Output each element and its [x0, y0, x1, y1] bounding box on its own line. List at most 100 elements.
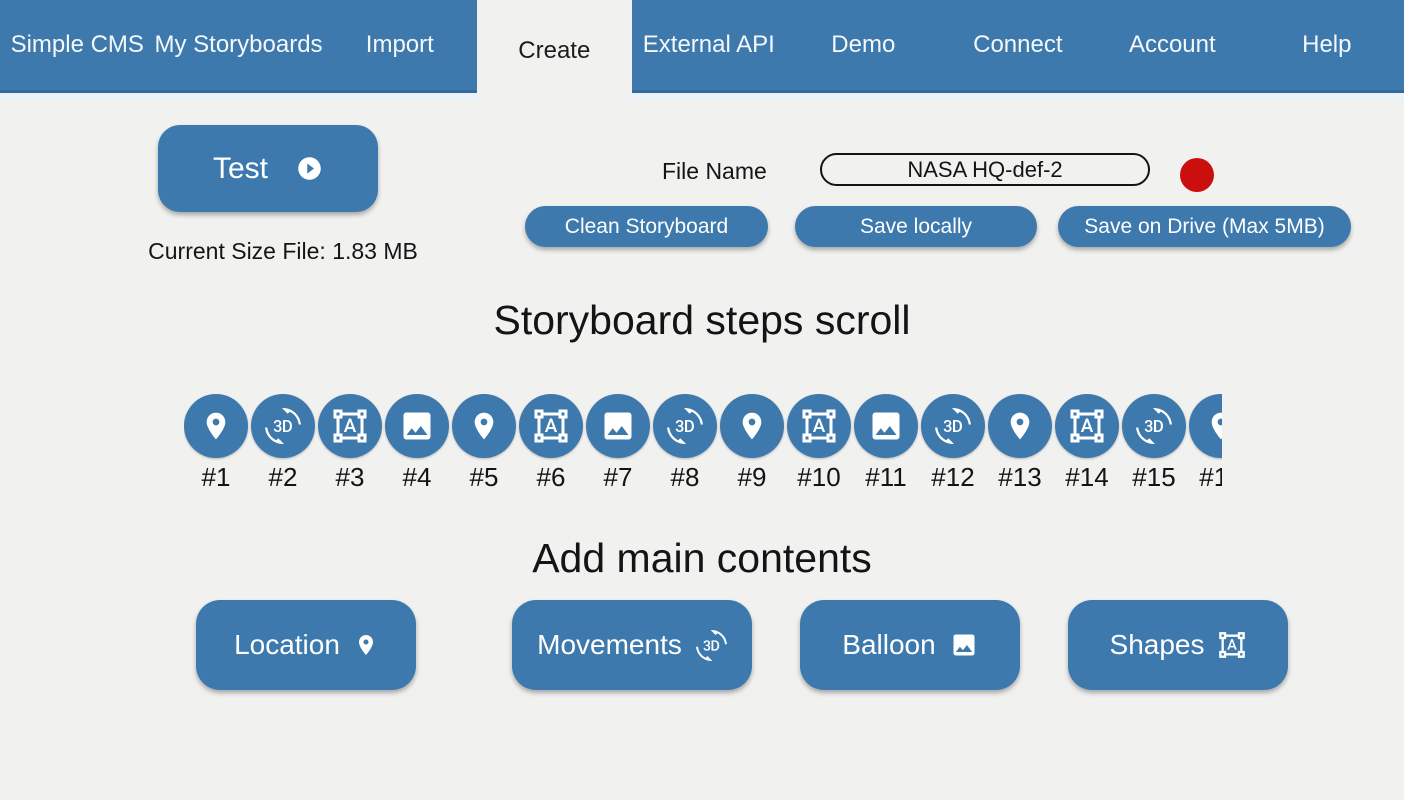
step-label: #8 [670, 462, 700, 492]
step-item-16[interactable]: #16 [1189, 394, 1222, 493]
nav-item-connect[interactable]: Connect [973, 31, 1063, 58]
nav-item-simple-cms[interactable]: Simple CMS [10, 31, 144, 58]
location-button[interactable]: Location [196, 600, 416, 690]
movements-button-label: Movements [537, 629, 682, 660]
location-icon [354, 633, 378, 657]
movements-button[interactable]: Movements [512, 600, 752, 690]
nav-item-account[interactable]: Account [1128, 31, 1216, 58]
location-icon [736, 410, 768, 442]
image-icon [399, 408, 435, 444]
format-shapes-icon [801, 408, 837, 444]
step-item-14[interactable]: #14 [1055, 394, 1119, 493]
step-item-5[interactable]: #5 [452, 394, 516, 493]
current-size-value: 1.83 MB [332, 238, 418, 264]
location-icon [1004, 410, 1036, 442]
step-circle [385, 394, 449, 458]
step-circle [519, 394, 583, 458]
step-circle [787, 394, 851, 458]
nav-item-help[interactable]: Help [1302, 31, 1352, 58]
step-circle [921, 394, 985, 458]
location-icon [200, 410, 232, 442]
location-icon [1205, 410, 1222, 442]
step-item-10[interactable]: #10 [787, 394, 851, 493]
step-circle [1189, 394, 1222, 458]
format-shapes-icon [1218, 631, 1246, 659]
location-icon [468, 410, 500, 442]
step-item-13[interactable]: #13 [988, 394, 1052, 493]
test-button[interactable]: Test [158, 125, 378, 212]
nav-item-external-api[interactable]: External API [642, 31, 775, 58]
step-circle [586, 394, 650, 458]
current-size-text: Current Size File: 1.83 MB [118, 238, 448, 265]
step-label: #5 [469, 462, 499, 492]
clean-storyboard-button[interactable]: Clean Storyboard [525, 206, 768, 247]
step-label: #9 [737, 462, 767, 492]
balloon-button[interactable]: Balloon [800, 600, 1020, 690]
steps-title: Storyboard steps scroll [493, 297, 911, 343]
step-label: #16 [1199, 462, 1222, 492]
step-item-15[interactable]: #15 [1122, 394, 1186, 493]
image-icon [868, 408, 904, 444]
step-item-6[interactable]: #6 [519, 394, 583, 493]
save-locally-button[interactable]: Save locally [795, 206, 1037, 247]
3d-rotation-icon [667, 408, 703, 444]
3d-rotation-icon [1136, 408, 1172, 444]
step-circle [720, 394, 784, 458]
step-item-3[interactable]: #3 [318, 394, 382, 493]
step-item-11[interactable]: #11 [854, 394, 918, 493]
step-label: #3 [335, 462, 365, 492]
step-item-2[interactable]: #2 [251, 394, 315, 493]
storyboard-steps-strip[interactable]: #1 #2 #3 #4 #5 [184, 394, 1222, 494]
step-label: #13 [998, 462, 1042, 492]
step-item-8[interactable]: #8 [653, 394, 717, 493]
step-circle [1122, 394, 1186, 458]
file-name-label: File Name [662, 158, 767, 184]
image-icon [600, 408, 636, 444]
step-circle [854, 394, 918, 458]
step-circle [184, 394, 248, 458]
step-label: #10 [797, 462, 841, 492]
nav-item-my-storyboards[interactable]: My Storyboards [154, 31, 323, 58]
step-circle [988, 394, 1052, 458]
step-item-9[interactable]: #9 [720, 394, 784, 493]
image-icon [950, 631, 978, 659]
nav-item-demo[interactable]: Demo [831, 31, 896, 58]
step-circle [318, 394, 382, 458]
3d-rotation-icon [265, 408, 301, 444]
nav-item-import[interactable]: Import [365, 31, 434, 58]
test-button-label: Test [212, 151, 269, 185]
play-circle-icon [296, 155, 323, 182]
3d-rotation-icon [935, 408, 971, 444]
balloon-button-label: Balloon [842, 629, 936, 660]
step-item-12[interactable]: #12 [921, 394, 985, 493]
format-shapes-icon [533, 408, 569, 444]
step-circle [653, 394, 717, 458]
save-on-drive-button[interactable]: Save on Drive (Max 5MB) [1058, 206, 1351, 247]
step-item-7[interactable]: #7 [586, 394, 650, 493]
current-size-label: Current Size File: [148, 238, 326, 264]
shapes-button-label: Shapes [1109, 629, 1205, 660]
storyboard-steps-row: #1 #2 #3 #4 #5 [184, 394, 1222, 493]
step-item-4[interactable]: #4 [385, 394, 449, 493]
step-label: #12 [931, 462, 975, 492]
location-button-label: Location [234, 629, 340, 660]
shapes-button[interactable]: Shapes [1068, 600, 1288, 690]
step-circle [452, 394, 516, 458]
step-label: #15 [1132, 462, 1176, 492]
step-label: #2 [268, 462, 298, 492]
main-contents-title: Add main contents [532, 535, 872, 581]
top-nav: Simple CMS My Storyboards Import Create … [0, 0, 1404, 101]
format-shapes-icon [1069, 408, 1105, 444]
step-label: #7 [603, 462, 633, 492]
file-name-input[interactable] [820, 153, 1150, 186]
step-label: #6 [536, 462, 566, 492]
3d-rotation-icon [696, 630, 727, 661]
step-label: #1 [201, 462, 231, 492]
status-dot [1180, 158, 1214, 192]
step-item-1[interactable]: #1 [184, 394, 248, 493]
format-shapes-icon [332, 408, 368, 444]
nav-item-create[interactable]: Create [477, 0, 632, 101]
step-label: #11 [865, 462, 907, 492]
step-label: #4 [402, 462, 432, 492]
